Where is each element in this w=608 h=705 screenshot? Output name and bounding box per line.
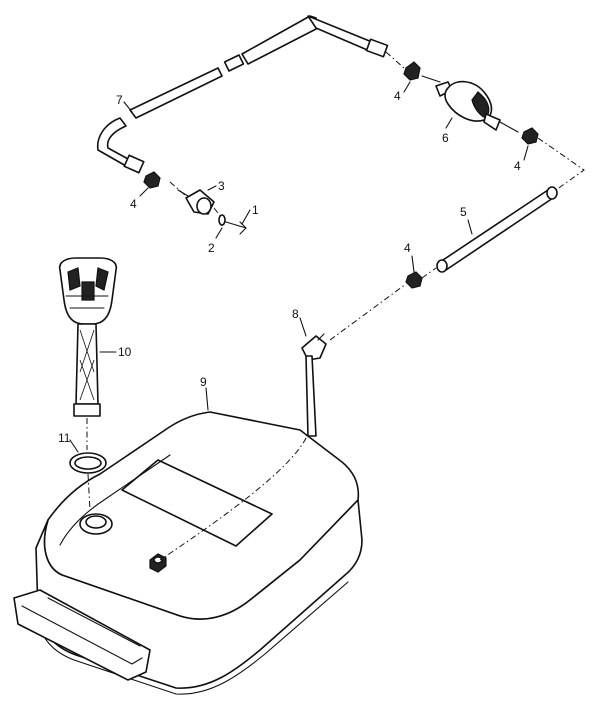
leader-line (241, 209, 251, 225)
callout-8: 8 (292, 307, 299, 321)
callout-11: 11 (58, 431, 71, 445)
leader-line (139, 187, 149, 197)
callout-6: 6 (442, 131, 449, 145)
assembly-line (329, 283, 407, 341)
leader-line (205, 387, 209, 411)
leader-line (299, 317, 307, 337)
assembly-line (421, 267, 437, 279)
leader-line (123, 101, 133, 113)
callout-10: 10 (118, 345, 132, 359)
assembly-line (213, 207, 223, 219)
tank-elbow-fitting (159, 333, 327, 561)
leader-line (445, 117, 453, 129)
callout-7: 7 (116, 93, 123, 107)
leader-line (467, 219, 473, 235)
callout-9: 9 (200, 375, 207, 389)
callout-4-upper: 4 (394, 89, 401, 103)
fuel-hose-lower (436, 186, 558, 273)
hose-clamp-left (143, 171, 161, 189)
o-ring-small (218, 214, 226, 226)
primer-bulb (421, 75, 519, 133)
hose-clamp-upper (403, 61, 421, 81)
assembly-line (537, 137, 585, 191)
leader-line (215, 227, 223, 239)
o-ring (69, 452, 107, 511)
callout-5: 5 (460, 205, 467, 219)
hose-clamp-right (521, 127, 539, 145)
fuel-gauge-pickup (58, 257, 118, 450)
retaining-pin (225, 221, 247, 235)
fuel-tank (13, 411, 363, 695)
assembly-line (385, 51, 405, 69)
leader-line (207, 185, 217, 191)
leader-line (403, 81, 411, 93)
assembly-line (169, 181, 187, 197)
hose-clamp-lower (405, 271, 423, 289)
leader-line (69, 439, 79, 453)
callout-1: 1 (252, 203, 259, 217)
hose-assembly (96, 15, 389, 174)
leader-line (523, 145, 529, 161)
callout-2: 2 (208, 241, 215, 255)
leader-line (411, 255, 415, 273)
callout-3: 3 (218, 179, 225, 193)
engine-connector (177, 189, 215, 215)
callout-4-right: 4 (514, 159, 521, 173)
callout-4-left: 4 (130, 197, 137, 211)
callout-4-lower: 4 (404, 241, 411, 255)
